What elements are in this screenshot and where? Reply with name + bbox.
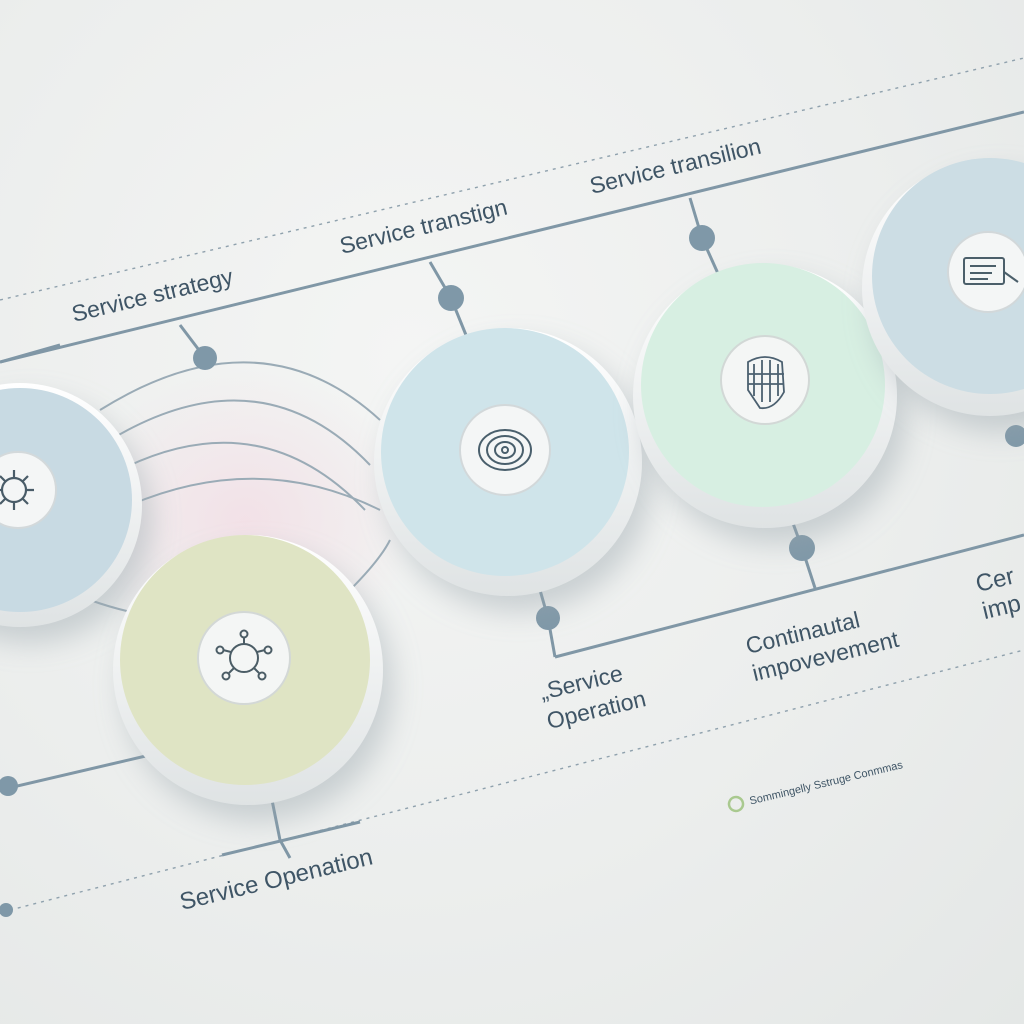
main-timeline-lower	[554, 533, 1024, 659]
node-operation	[536, 606, 560, 630]
legend-ring-icon	[727, 795, 745, 813]
legend-text: Sommingelly Sstruge Conmmas	[748, 759, 904, 807]
node-continual	[789, 535, 815, 561]
arc-2	[109, 399, 371, 466]
label-continual-improvement: Continautal impovevement	[743, 599, 902, 687]
document-icon	[963, 257, 1019, 285]
legend: Sommingelly Sstruge Conmmas	[727, 759, 905, 813]
disc-service-operation[interactable]	[113, 535, 383, 805]
arc-4	[129, 477, 381, 511]
arc-3	[119, 441, 366, 511]
main-timeline-upper	[0, 110, 1024, 364]
node-transition-2	[689, 225, 715, 251]
label-service-transition-2: Service transilion	[587, 133, 763, 199]
node-edge-bottom	[0, 903, 13, 917]
disc-monitoring[interactable]	[862, 158, 1024, 416]
gear-icon	[0, 470, 34, 510]
arc-1	[99, 361, 381, 421]
label-service-operation-bottom: Service Openation	[177, 843, 375, 915]
lower-branch-left	[0, 753, 151, 792]
hand-icon	[747, 356, 785, 410]
network-icon	[215, 629, 273, 681]
arc-6	[349, 539, 391, 591]
label-cut-right: Cer imp	[973, 561, 1024, 625]
label-service-strategy: Service strategy	[69, 263, 236, 327]
node-strategy	[193, 346, 217, 370]
node-edge-right	[1005, 425, 1024, 447]
disc-continual-improvement[interactable]	[633, 263, 897, 528]
target-icon	[478, 429, 532, 471]
label-service-transition-1: Service transtign	[337, 194, 510, 259]
label-service-operation-center: „Service Operation	[537, 656, 648, 734]
node-edge-left	[0, 776, 18, 796]
bottom-bracket	[221, 820, 361, 857]
dashed-guide-bottom	[9, 649, 1024, 911]
disc-service-transition[interactable]	[374, 328, 642, 596]
connectors	[0, 197, 1024, 917]
node-transition-1	[438, 285, 464, 311]
disc-service-strategy[interactable]	[0, 383, 142, 627]
